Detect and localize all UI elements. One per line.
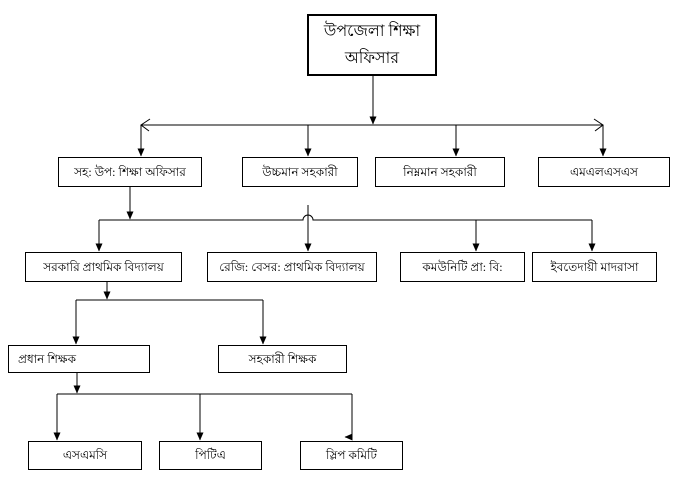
node-registered-nongovt-primary-school: রেজি: বেসর: প্রাথমিক বিদ্যালয় <box>207 252 377 282</box>
node-mlss: এমএলএসএস <box>538 157 670 187</box>
node-community-primary-school: কমউনিটি প্রা: বি: <box>400 252 525 282</box>
node-head-teacher: প্রধান শিক্ষক <box>8 345 150 373</box>
node-slip-committee: স্লিপ কমিটি <box>300 441 403 470</box>
node-smc: এসএমসি <box>28 441 142 470</box>
node-asst-upazila-education-officer: সহ: উপ: শিক্ষা অফিসার <box>58 157 202 187</box>
node-assistant-teacher: সহকারী শিক্ষক <box>218 345 347 373</box>
node-pta: পিটিএ <box>159 441 262 470</box>
node-ebtedayee-madrasa: ইবতেদায়ী মাদরাসা <box>532 252 657 282</box>
node-lower-division-assistant: নিম্নমান সহকারী <box>375 157 505 187</box>
node-upazila-education-officer: উপজেলা শিক্ষা অফিসার <box>307 14 437 76</box>
node-govt-primary-school: সরকারি প্রাথমিক বিদ্যালয় <box>25 252 182 282</box>
node-upper-division-assistant: উচ্চমান সহকারী <box>242 157 358 187</box>
